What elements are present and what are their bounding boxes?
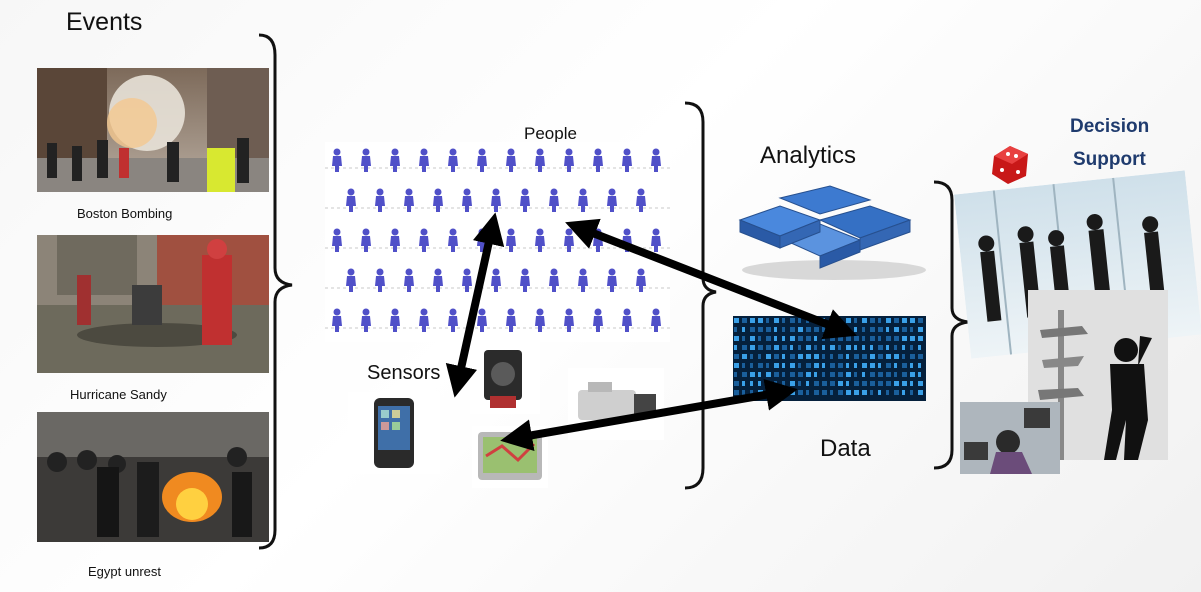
person-figure <box>419 148 429 172</box>
gps-device-photo <box>472 426 548 488</box>
sensors-label: Sensors <box>367 362 441 384</box>
data-label: Data <box>820 435 871 462</box>
person-figure <box>651 228 661 252</box>
puzzle-pieces-image <box>720 158 948 286</box>
person-figure <box>404 188 414 212</box>
person-figure <box>448 308 458 332</box>
person-figure <box>346 268 356 292</box>
video-camera-photo <box>568 368 664 440</box>
decision-support-title-line2: Support <box>1073 149 1146 170</box>
binary-data-image <box>733 316 926 401</box>
person-figure <box>520 268 530 292</box>
office-worker-photo <box>960 402 1060 474</box>
person-figure <box>346 188 356 212</box>
person-figure <box>462 188 472 212</box>
person-figure <box>549 268 559 292</box>
person-figure <box>491 188 501 212</box>
person-figure <box>506 148 516 172</box>
person-figure <box>651 148 661 172</box>
decision-support-title-line1: Decision <box>1070 116 1150 137</box>
boston-bombing-caption: Boston Bombing <box>77 206 173 221</box>
person-figure <box>520 188 530 212</box>
person-figure <box>593 148 603 172</box>
boston-bombing-photo <box>37 68 269 192</box>
person-figure <box>390 228 400 252</box>
person-figure <box>535 148 545 172</box>
person-figure <box>506 308 516 332</box>
hurricane-sandy-photo <box>37 235 269 373</box>
person-figure <box>622 308 632 332</box>
person-figure <box>651 308 661 332</box>
person-figure <box>332 308 342 332</box>
hurricane-sandy-caption: Hurricane Sandy <box>70 387 167 402</box>
person-figure <box>390 148 400 172</box>
egypt-unrest-photo <box>37 412 269 542</box>
analytics-label: Analytics <box>760 142 857 169</box>
person-figure <box>477 228 487 252</box>
person-figure <box>535 228 545 252</box>
person-figure <box>607 188 617 212</box>
person-figure <box>361 228 371 252</box>
person-figure <box>404 268 414 292</box>
person-figure <box>361 308 371 332</box>
person-figure <box>549 188 559 212</box>
person-figure <box>477 148 487 172</box>
person-figure <box>535 308 545 332</box>
person-figure <box>448 228 458 252</box>
person-figure <box>419 308 429 332</box>
person-figure <box>564 148 574 172</box>
red-dice-icon <box>986 140 1034 188</box>
person-figure <box>622 148 632 172</box>
person-figure <box>448 148 458 172</box>
person-figure <box>433 188 443 212</box>
people-network-image <box>325 142 670 342</box>
person-figure <box>636 188 646 212</box>
person-figure <box>332 148 342 172</box>
person-figure <box>419 228 429 252</box>
egypt-unrest-caption: Egypt unrest <box>88 564 161 579</box>
person-figure <box>375 188 385 212</box>
camera-device-photo <box>470 342 540 414</box>
person-figure <box>477 308 487 332</box>
person-figure <box>361 148 371 172</box>
person-figure <box>578 188 588 212</box>
events-title: Events <box>66 8 143 36</box>
person-figure <box>433 268 443 292</box>
person-figure <box>622 228 632 252</box>
person-figure <box>390 308 400 332</box>
person-figure <box>332 228 342 252</box>
person-figure <box>506 228 516 252</box>
people-label: People <box>524 124 577 143</box>
smartphone-photo <box>348 392 440 474</box>
person-figure <box>375 268 385 292</box>
people-data-brace <box>684 101 717 490</box>
